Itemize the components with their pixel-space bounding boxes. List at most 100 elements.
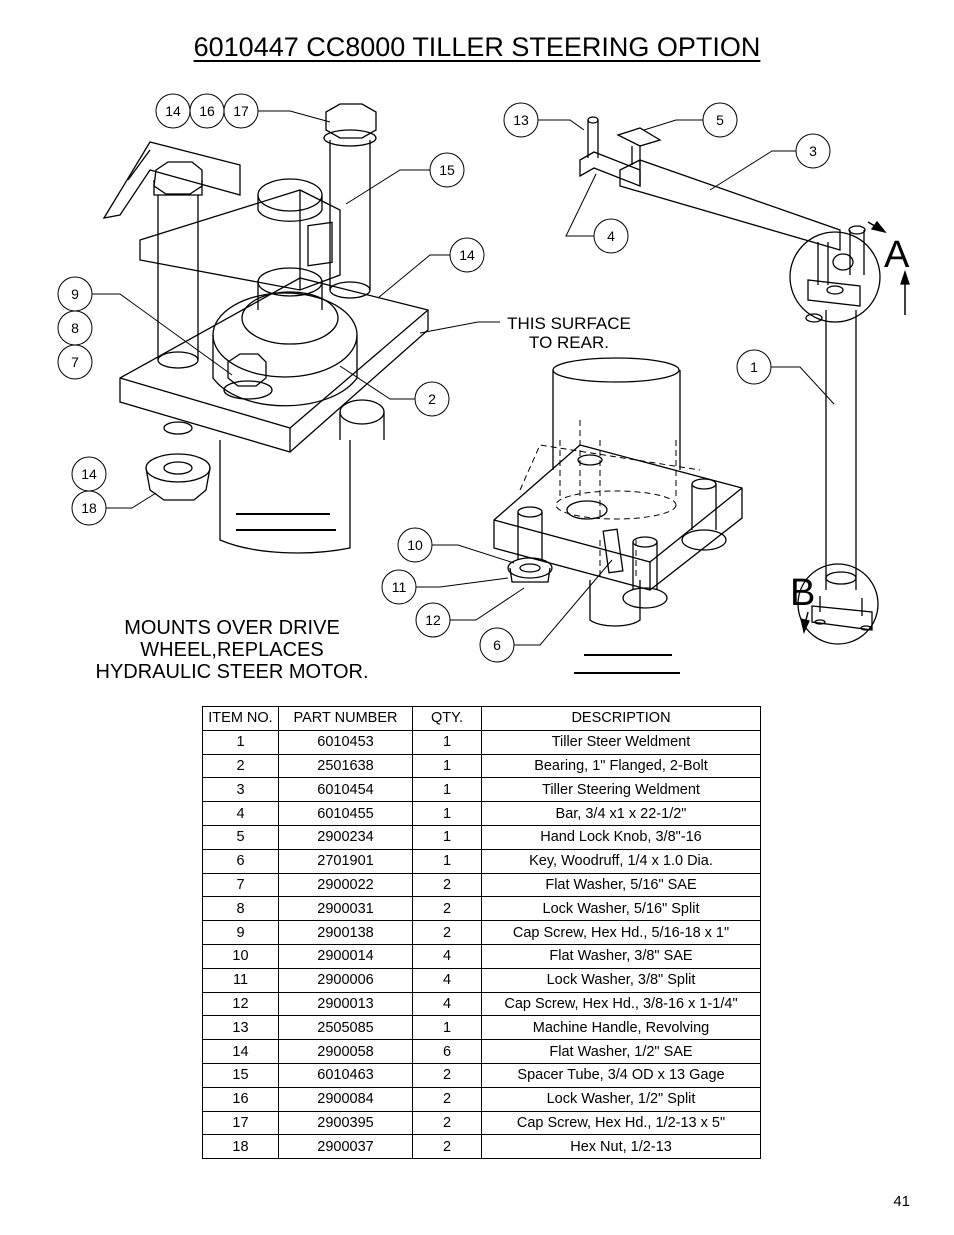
surface-note-line2: TO REAR. [529, 333, 609, 352]
mounting-note: MOUNTS OVER DRIVE WHEEL,REPLACES HYDRAUL… [72, 617, 392, 683]
item-no-cell: 8 [202, 896, 279, 922]
qty-cell: 2 [412, 1086, 482, 1112]
item-no-cell: 14 [202, 1039, 279, 1064]
surface-note: THIS SURFACE TO REAR. [494, 314, 644, 352]
item-no-cell: 11 [202, 967, 279, 993]
qty-cell: 1 [412, 1015, 482, 1041]
description-cell: Cap Screw, Hex Hd., 5/16-18 x 1" [481, 920, 761, 945]
callout-number: 4 [607, 228, 615, 244]
qty-cell: 2 [412, 896, 482, 922]
description-cell: Lock Washer, 1/2" Split [481, 1086, 761, 1112]
qty-cell: 1 [412, 801, 482, 826]
center-assembly-illustration [493, 357, 743, 674]
description-cell: Cap Screw, Hex Hd., 1/2-13 x 5" [481, 1110, 761, 1136]
description-cell: Flat Washer, 5/16" SAE [481, 872, 761, 898]
qty-cell: 4 [412, 991, 482, 1017]
qty-cell: 4 [412, 967, 482, 993]
description-cell: Machine Handle, Revolving [481, 1015, 761, 1041]
description-cell: Flat Washer, 3/8" SAE [481, 943, 761, 969]
item-no-cell: 16 [202, 1086, 279, 1112]
description-cell: Lock Washer, 5/16" Split [481, 896, 761, 922]
item-no-cell: 17 [202, 1110, 279, 1136]
callout-number: 13 [513, 112, 529, 128]
item-no-cell: 5 [202, 824, 279, 850]
callout-number: 14 [81, 466, 97, 482]
callout-number: 10 [407, 537, 423, 553]
part-number-cell: 2900037 [278, 1134, 413, 1160]
qty-cell: 4 [412, 943, 482, 969]
column-header-item-no: ITEM NO. [202, 706, 279, 731]
callout-number: 6 [493, 637, 501, 653]
qty-cell: 2 [412, 1134, 482, 1160]
column-header-part-number: PART NUMBER [278, 706, 413, 731]
item-no-cell: 6 [202, 848, 279, 874]
qty-cell: 2 [412, 1062, 482, 1088]
part-number-cell: 6010455 [278, 801, 413, 826]
description-cell: Key, Woodruff, 1/4 x 1.0 Dia. [481, 848, 761, 874]
qty-cell: 6 [412, 1039, 482, 1064]
description-cell: Hand Lock Knob, 3/8"-16 [481, 824, 761, 850]
callout-number: 8 [71, 320, 79, 336]
view-b-label: B [790, 572, 815, 614]
item-no-cell: 13 [202, 1015, 279, 1041]
item-no-cell: 2 [202, 753, 279, 779]
description-cell: Tiller Steer Weldment [481, 729, 761, 755]
qty-cell: 1 [412, 729, 482, 755]
callout-number: 18 [81, 500, 97, 516]
callout-number: 16 [199, 103, 215, 119]
callout-number: 17 [233, 103, 249, 119]
callout-number: 3 [809, 143, 817, 159]
column-header-qty: QTY. [412, 706, 482, 731]
view-a-label: A [884, 234, 910, 276]
item-no-cell: 15 [202, 1062, 279, 1088]
qty-cell: 1 [412, 777, 482, 803]
callout-leaders [92, 110, 835, 646]
callout-number: 7 [71, 354, 79, 370]
part-number-cell: 6010453 [278, 729, 413, 755]
qty-cell: 1 [412, 753, 482, 779]
part-number-cell: 2900084 [278, 1086, 413, 1112]
part-number-cell: 6010454 [278, 777, 413, 803]
mounting-note-line2: WHEEL,REPLACES [140, 639, 324, 661]
description-cell: Tiller Steering Weldment [481, 777, 761, 803]
callout-number: 12 [425, 612, 441, 628]
description-cell: Flat Washer, 1/2" SAE [481, 1039, 761, 1064]
description-cell: Lock Washer, 3/8" Split [481, 967, 761, 993]
mounting-note-line1: MOUNTS OVER DRIVE [124, 617, 340, 639]
item-no-cell: 1 [202, 729, 279, 755]
callout-number: 15 [439, 162, 455, 178]
part-number-cell: 2900031 [278, 896, 413, 922]
callout-number: 2 [428, 391, 436, 407]
qty-cell: 2 [412, 920, 482, 945]
item-no-cell: 9 [202, 920, 279, 945]
qty-cell: 1 [412, 848, 482, 874]
part-number-cell: 2701901 [278, 848, 413, 874]
part-number-cell: 2900138 [278, 920, 413, 945]
callout-number: 11 [392, 579, 407, 595]
part-number-cell: 2900395 [278, 1110, 413, 1136]
surface-note-line1: THIS SURFACE [507, 314, 631, 333]
item-no-cell: 18 [202, 1134, 279, 1160]
page-title: 6010447 CC8000 TILLER STEERING OPTION [193, 32, 761, 62]
qty-cell: 2 [412, 872, 482, 898]
qty-cell: 1 [412, 824, 482, 850]
callout-number: 14 [165, 103, 181, 119]
column-header-description: DESCRIPTION [481, 706, 761, 731]
item-no-cell: 7 [202, 872, 279, 898]
callout-number: 14 [459, 247, 475, 263]
